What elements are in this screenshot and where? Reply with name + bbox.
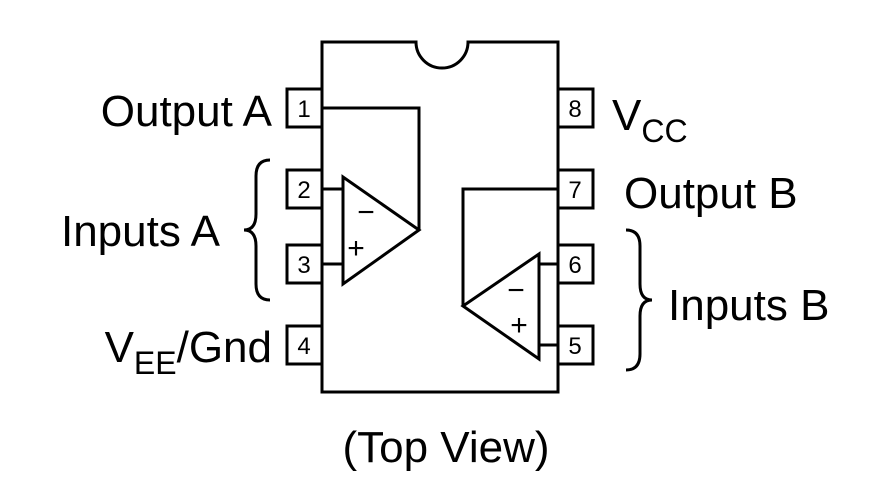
vee-suffix: /Gnd (177, 323, 272, 372)
pin-3-box (285, 243, 324, 285)
pin-8-number: 8 (568, 96, 581, 123)
top-view-caption: (Top View) (342, 423, 549, 472)
output-b-label: Output B (624, 169, 798, 218)
opamp-a-minus-sign: − (357, 196, 375, 229)
ic-package-body (320, 40, 560, 394)
inputs-b-label: Inputs B (668, 281, 829, 330)
opamp-b-minus-sign: − (507, 274, 525, 307)
opamp-b-plus-sign: + (510, 309, 528, 342)
pin-7-number: 7 (568, 177, 581, 204)
vee-subscript: EE (134, 345, 177, 381)
pin-3-number: 3 (297, 252, 310, 279)
pin-4-box (285, 324, 324, 366)
pin-4-number: 4 (297, 333, 310, 360)
vee-gnd-label: VEE/Gnd (105, 323, 272, 381)
vee-main: V (105, 323, 135, 372)
inputs-a-label: Inputs A (61, 207, 221, 256)
pin-8-box (556, 87, 595, 129)
pin-6-number: 6 (568, 252, 581, 279)
opamp-b-wiring (461, 187, 558, 347)
output-a-label: Output A (101, 87, 273, 136)
vcc-subscript: CC (641, 113, 687, 149)
vcc-main: V (612, 91, 642, 140)
opamp-a-wiring (322, 106, 421, 266)
pin-1-number: 1 (297, 96, 310, 123)
opamp-a-plus-sign: + (347, 232, 365, 265)
inputs-b-brace (625, 228, 653, 372)
inputs-a-brace (243, 158, 271, 302)
vcc-label: VCC (612, 91, 688, 149)
opamp-a-triangle (341, 174, 422, 287)
pin-7-box (556, 168, 595, 210)
opamp-b-triangle (460, 251, 541, 362)
pin-2-number: 2 (297, 177, 310, 204)
pin-5-number: 5 (568, 333, 581, 360)
